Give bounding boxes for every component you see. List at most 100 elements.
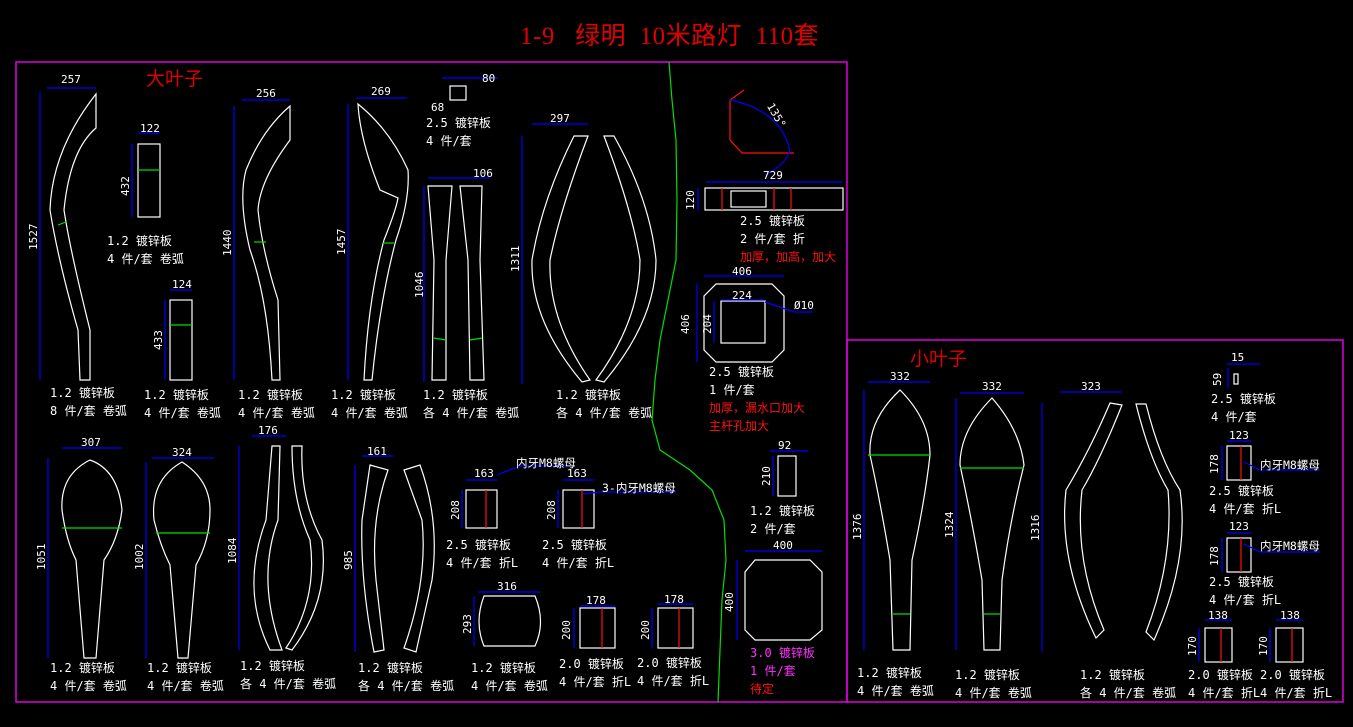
dim-text: 406 (732, 265, 752, 278)
part-p13-left (253, 445, 283, 651)
dim-text: 200 (560, 620, 573, 640)
dim-text: 163 (567, 467, 587, 480)
dim-text: 80 (482, 72, 496, 85)
part-p17-outline (777, 455, 797, 497)
dim-text: 1376 (851, 513, 864, 541)
dim-text: 1457 (335, 228, 348, 256)
dim-text: 178 (1208, 454, 1221, 474)
dim-text: 1046 (413, 271, 426, 299)
part-p1-outline (49, 92, 97, 381)
dim-text: 178 (586, 594, 606, 607)
bend-line (469, 337, 483, 341)
drawing-line (582, 491, 601, 495)
dim-text: 985 (342, 550, 355, 570)
part-p7-right (459, 185, 485, 381)
dim-text: 433 (152, 330, 165, 350)
part-p6-outline (449, 85, 467, 101)
part-s5-outline (1226, 445, 1252, 481)
dim-text: 170 (1257, 636, 1270, 656)
part-s4-outline (1233, 373, 1239, 385)
callout-label: 3-内牙M8螺母 (602, 481, 676, 495)
part-s8-outline (1275, 627, 1304, 663)
part-p10-outline (703, 283, 785, 363)
drawing-title: 1-9 绿明 10米路灯 110套 (520, 23, 820, 50)
part-p3-outline (169, 299, 193, 381)
drawing-line (496, 465, 521, 476)
dim-text: 729 (763, 169, 783, 182)
dim-text: 1002 (133, 543, 146, 571)
part-p19-outline (579, 607, 616, 649)
drawing-line (1243, 461, 1261, 471)
callout-label: 内牙M8螺母 (1260, 458, 1320, 472)
part-s2-outline (959, 397, 1025, 651)
part-p21-outline (744, 559, 823, 641)
part-p20-outline (657, 607, 694, 649)
part-note-p14: 1.2 镀锌板各 4 件/套 卷弧 (358, 661, 455, 693)
dim-text: 400 (773, 539, 793, 552)
dim-text: 1084 (226, 537, 239, 565)
dim-text: 59 (1211, 372, 1224, 386)
dim-text: 256 (256, 87, 276, 100)
part-p9-cutout (730, 190, 767, 208)
part-s6-outline (1226, 537, 1252, 573)
dim-text: 210 (760, 466, 773, 486)
part-s7-outline (1204, 627, 1233, 663)
bend-line (57, 221, 67, 226)
dim-text: 178 (664, 593, 684, 606)
dim-text: 123 (1229, 520, 1249, 533)
dim-text: 176 (258, 424, 278, 437)
callout-label: 内牙M8螺母 (1260, 539, 1320, 553)
part-p10-hole (720, 300, 766, 344)
part-p11-outline (61, 459, 123, 659)
dim-text: 1527 (27, 223, 40, 251)
dim-text: 293 (461, 614, 474, 634)
part-p18-outline (478, 595, 542, 647)
dim-text: 432 (119, 176, 132, 196)
callout-label: 内牙M8螺母 (516, 456, 576, 470)
large-leaf-label: 大叶子 (146, 68, 204, 90)
part-p14-left (361, 464, 389, 653)
dim-text: 257 (61, 73, 81, 86)
dim-text: 68 (431, 101, 445, 114)
part-note-p8: 1.2 镀锌板各 4 件/套 卷弧 (556, 388, 653, 420)
angle-profile (729, 89, 794, 154)
dim-text: 297 (550, 112, 570, 125)
drawing-line (1243, 543, 1261, 553)
part-p2-outline (137, 143, 161, 218)
part-p8-left (531, 135, 591, 383)
dim-text: 106 (473, 167, 493, 180)
part-p8-right (594, 135, 657, 383)
drawing-line (729, 99, 791, 176)
drawing-line (764, 301, 795, 313)
dim-text: 332 (890, 370, 910, 383)
dim-text: 178 (1208, 546, 1221, 566)
dim-text: 92 (778, 439, 792, 452)
part-p14-right (403, 464, 435, 653)
small-leaf-label: 小叶子 (910, 348, 968, 370)
dim-text: 122 (140, 122, 160, 135)
part-p4-outline (242, 104, 291, 381)
dim-text: 307 (81, 436, 101, 449)
dim-text: 316 (497, 580, 517, 593)
dim-text: 120 (684, 190, 697, 210)
